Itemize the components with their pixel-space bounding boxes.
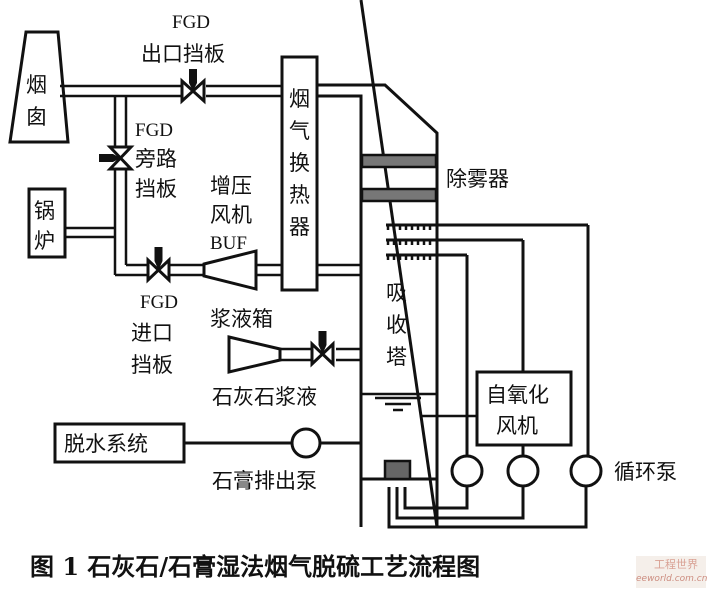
circulation-pump-2 (506, 454, 540, 488)
ggh-label-5: 器 (289, 215, 310, 239)
booster-fan-label-3: BUF (210, 233, 247, 254)
dewatering-system-label: 脱水系统 (64, 432, 148, 456)
boiler-label-1: 锅 (34, 199, 55, 223)
slurry-tank-label: 浆液箱 (210, 307, 273, 331)
gypsum-pump (290, 427, 322, 459)
outlet-damper-label-1: FGD (172, 12, 210, 33)
clean-gas-duct (317, 83, 439, 527)
inlet-damper-label-3: 挡板 (131, 353, 173, 377)
absorber-label-3: 塔 (386, 345, 407, 369)
booster-fan (202, 249, 258, 291)
figure-caption: 图 1 石灰石/石膏湿法烟气脱硫工艺流程图 (30, 552, 480, 581)
watermark-line1: 工程世界 (654, 558, 698, 571)
watermark-line2: eeworld.com.cn (636, 574, 707, 584)
chimney: 烟 囱 (8, 30, 70, 144)
circulation-pumps (387, 445, 603, 529)
booster-fan-label-2: 风机 (210, 203, 252, 227)
gypsum-pump-label: 石膏排出泵 (212, 469, 317, 493)
absorber-label-1: 吸 (386, 281, 407, 305)
oxidation-fan-label-2: 风机 (496, 414, 538, 438)
ggh-label-1: 烟 (289, 87, 310, 111)
inlet-duct (115, 263, 360, 277)
chimney-label-1: 烟 (26, 73, 47, 97)
oxidation-fan-label-1: 自氧化 (486, 383, 549, 407)
watermark: 工程世界 eeworld.com.cn (636, 556, 707, 588)
slurry-tank (227, 335, 361, 374)
ggh-label-3: 换 (289, 151, 310, 175)
outlet-damper (180, 69, 206, 105)
limestone-slurry-label: 石灰石浆液 (212, 385, 317, 409)
demister (360, 153, 438, 203)
ggh-label-2: 气 (289, 119, 310, 143)
absorber-label-2: 收 (386, 313, 407, 337)
demister-label: 除雾器 (446, 167, 509, 191)
inlet-damper (146, 247, 171, 284)
liquid-level-icon (375, 396, 421, 412)
inlet-damper-label-1: FGD (140, 292, 178, 313)
bypass-damper (99, 145, 135, 171)
boiler-label-2: 炉 (34, 229, 55, 253)
circulation-pump-label: 循环泵 (614, 460, 677, 484)
spray-headers (386, 223, 590, 456)
bypass-damper-label-2: 旁路 (135, 147, 177, 171)
boiler-duct (65, 226, 115, 239)
circulation-pump-1 (450, 454, 484, 488)
bypass-duct (113, 96, 128, 275)
chimney-label-2: 囱 (26, 105, 47, 129)
ggh-label-4: 热 (289, 183, 310, 207)
booster-fan-label-1: 增压 (210, 174, 252, 198)
boiler: 锅 炉 (27, 187, 67, 259)
gas-heat-exchanger: 烟 气 换 热 器 (280, 55, 319, 292)
circulation-pump-3 (569, 454, 603, 488)
bypass-damper-label-3: 挡板 (135, 177, 177, 201)
inlet-damper-label-2: 进口 (131, 321, 173, 345)
sump-agitator (383, 459, 412, 481)
slurry-valve (310, 331, 335, 368)
absorber-tower: 吸 收 塔 (359, 0, 439, 528)
bypass-damper-label-1: FGD (135, 120, 173, 141)
outlet-duct (60, 84, 282, 98)
outlet-damper-label-2: 出口挡板 (141, 42, 225, 66)
